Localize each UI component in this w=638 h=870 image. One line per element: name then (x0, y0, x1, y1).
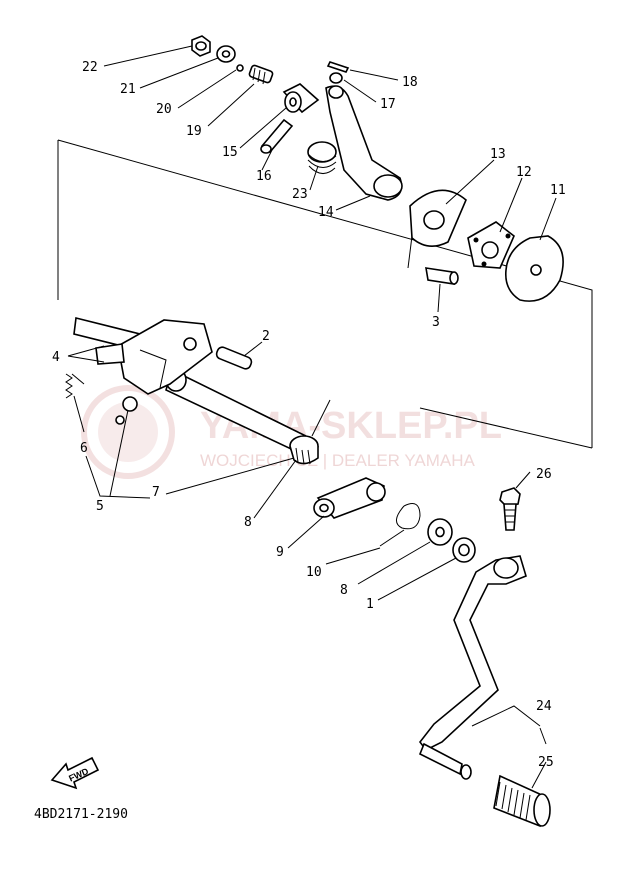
segment-13 (407, 189, 467, 269)
label-10: 10 (306, 565, 322, 580)
cam-11 (504, 235, 564, 302)
label-2: 2 (262, 329, 270, 344)
label-3: 3 (432, 315, 440, 330)
label-19: 19 (186, 124, 202, 139)
label-11: 11 (550, 183, 566, 198)
watermark-subtitle: WOJCIECH CZ | DEALER YAMAHA (200, 451, 476, 470)
leader-lines (67, 45, 557, 789)
part-labels: 22 21 20 19 15 16 18 17 23 14 13 12 11 3… (52, 60, 566, 770)
clip-17 (329, 72, 343, 84)
cotter-pin-18 (326, 61, 350, 73)
oil-seal-1 (452, 537, 476, 563)
label-12: 12 (516, 165, 532, 180)
label-23: 23 (292, 187, 308, 202)
pedal-rubber-25 (493, 774, 551, 828)
joint-bolt-19 (248, 64, 274, 85)
spring-6 (65, 373, 85, 399)
spring-10 (379, 503, 421, 547)
reference-frame (57, 139, 593, 449)
label-1: 1 (366, 597, 374, 612)
label-22: 22 (82, 60, 98, 75)
label-18: 18 (402, 75, 418, 90)
label-26: 26 (536, 467, 552, 482)
label-4: 4 (52, 350, 60, 365)
rod-end-15 (282, 83, 320, 114)
part-code: 4BD2171-2190 (34, 807, 128, 822)
label-14: 14 (318, 205, 334, 220)
label-15: 15 (222, 145, 238, 160)
label-16: 16 (256, 169, 272, 184)
bolt-thin-line (311, 399, 331, 437)
bolt-26 (499, 487, 521, 531)
collar-8 (289, 435, 319, 465)
label-8a: 8 (244, 515, 252, 530)
pin-16 (260, 118, 294, 154)
washer-8b (427, 518, 453, 546)
pin-2 (215, 346, 253, 370)
spring-23 (307, 141, 337, 174)
label-5: 5 (96, 499, 104, 514)
label-24: 24 (536, 699, 552, 714)
plate-12 (467, 221, 515, 269)
shift-pedal-24 (418, 555, 527, 780)
label-6: 6 (80, 441, 88, 456)
lever-9 (313, 477, 386, 519)
label-21: 21 (120, 82, 136, 97)
shift-arm-14 (325, 85, 403, 201)
label-8b: 8 (340, 583, 348, 598)
fwd-arrow-icon: FWD (50, 756, 100, 790)
label-17: 17 (380, 97, 396, 112)
label-7: 7 (152, 485, 160, 500)
washer-21 (216, 45, 236, 63)
washer-20 (236, 64, 244, 72)
label-25: 25 (538, 755, 554, 770)
stopper-3 (425, 267, 459, 285)
label-13: 13 (490, 147, 506, 162)
label-9: 9 (276, 545, 284, 560)
shift-fork-lever-4 (95, 319, 213, 395)
label-20: 20 (156, 102, 172, 117)
roller-5 (115, 396, 138, 425)
nut-22 (191, 35, 211, 57)
